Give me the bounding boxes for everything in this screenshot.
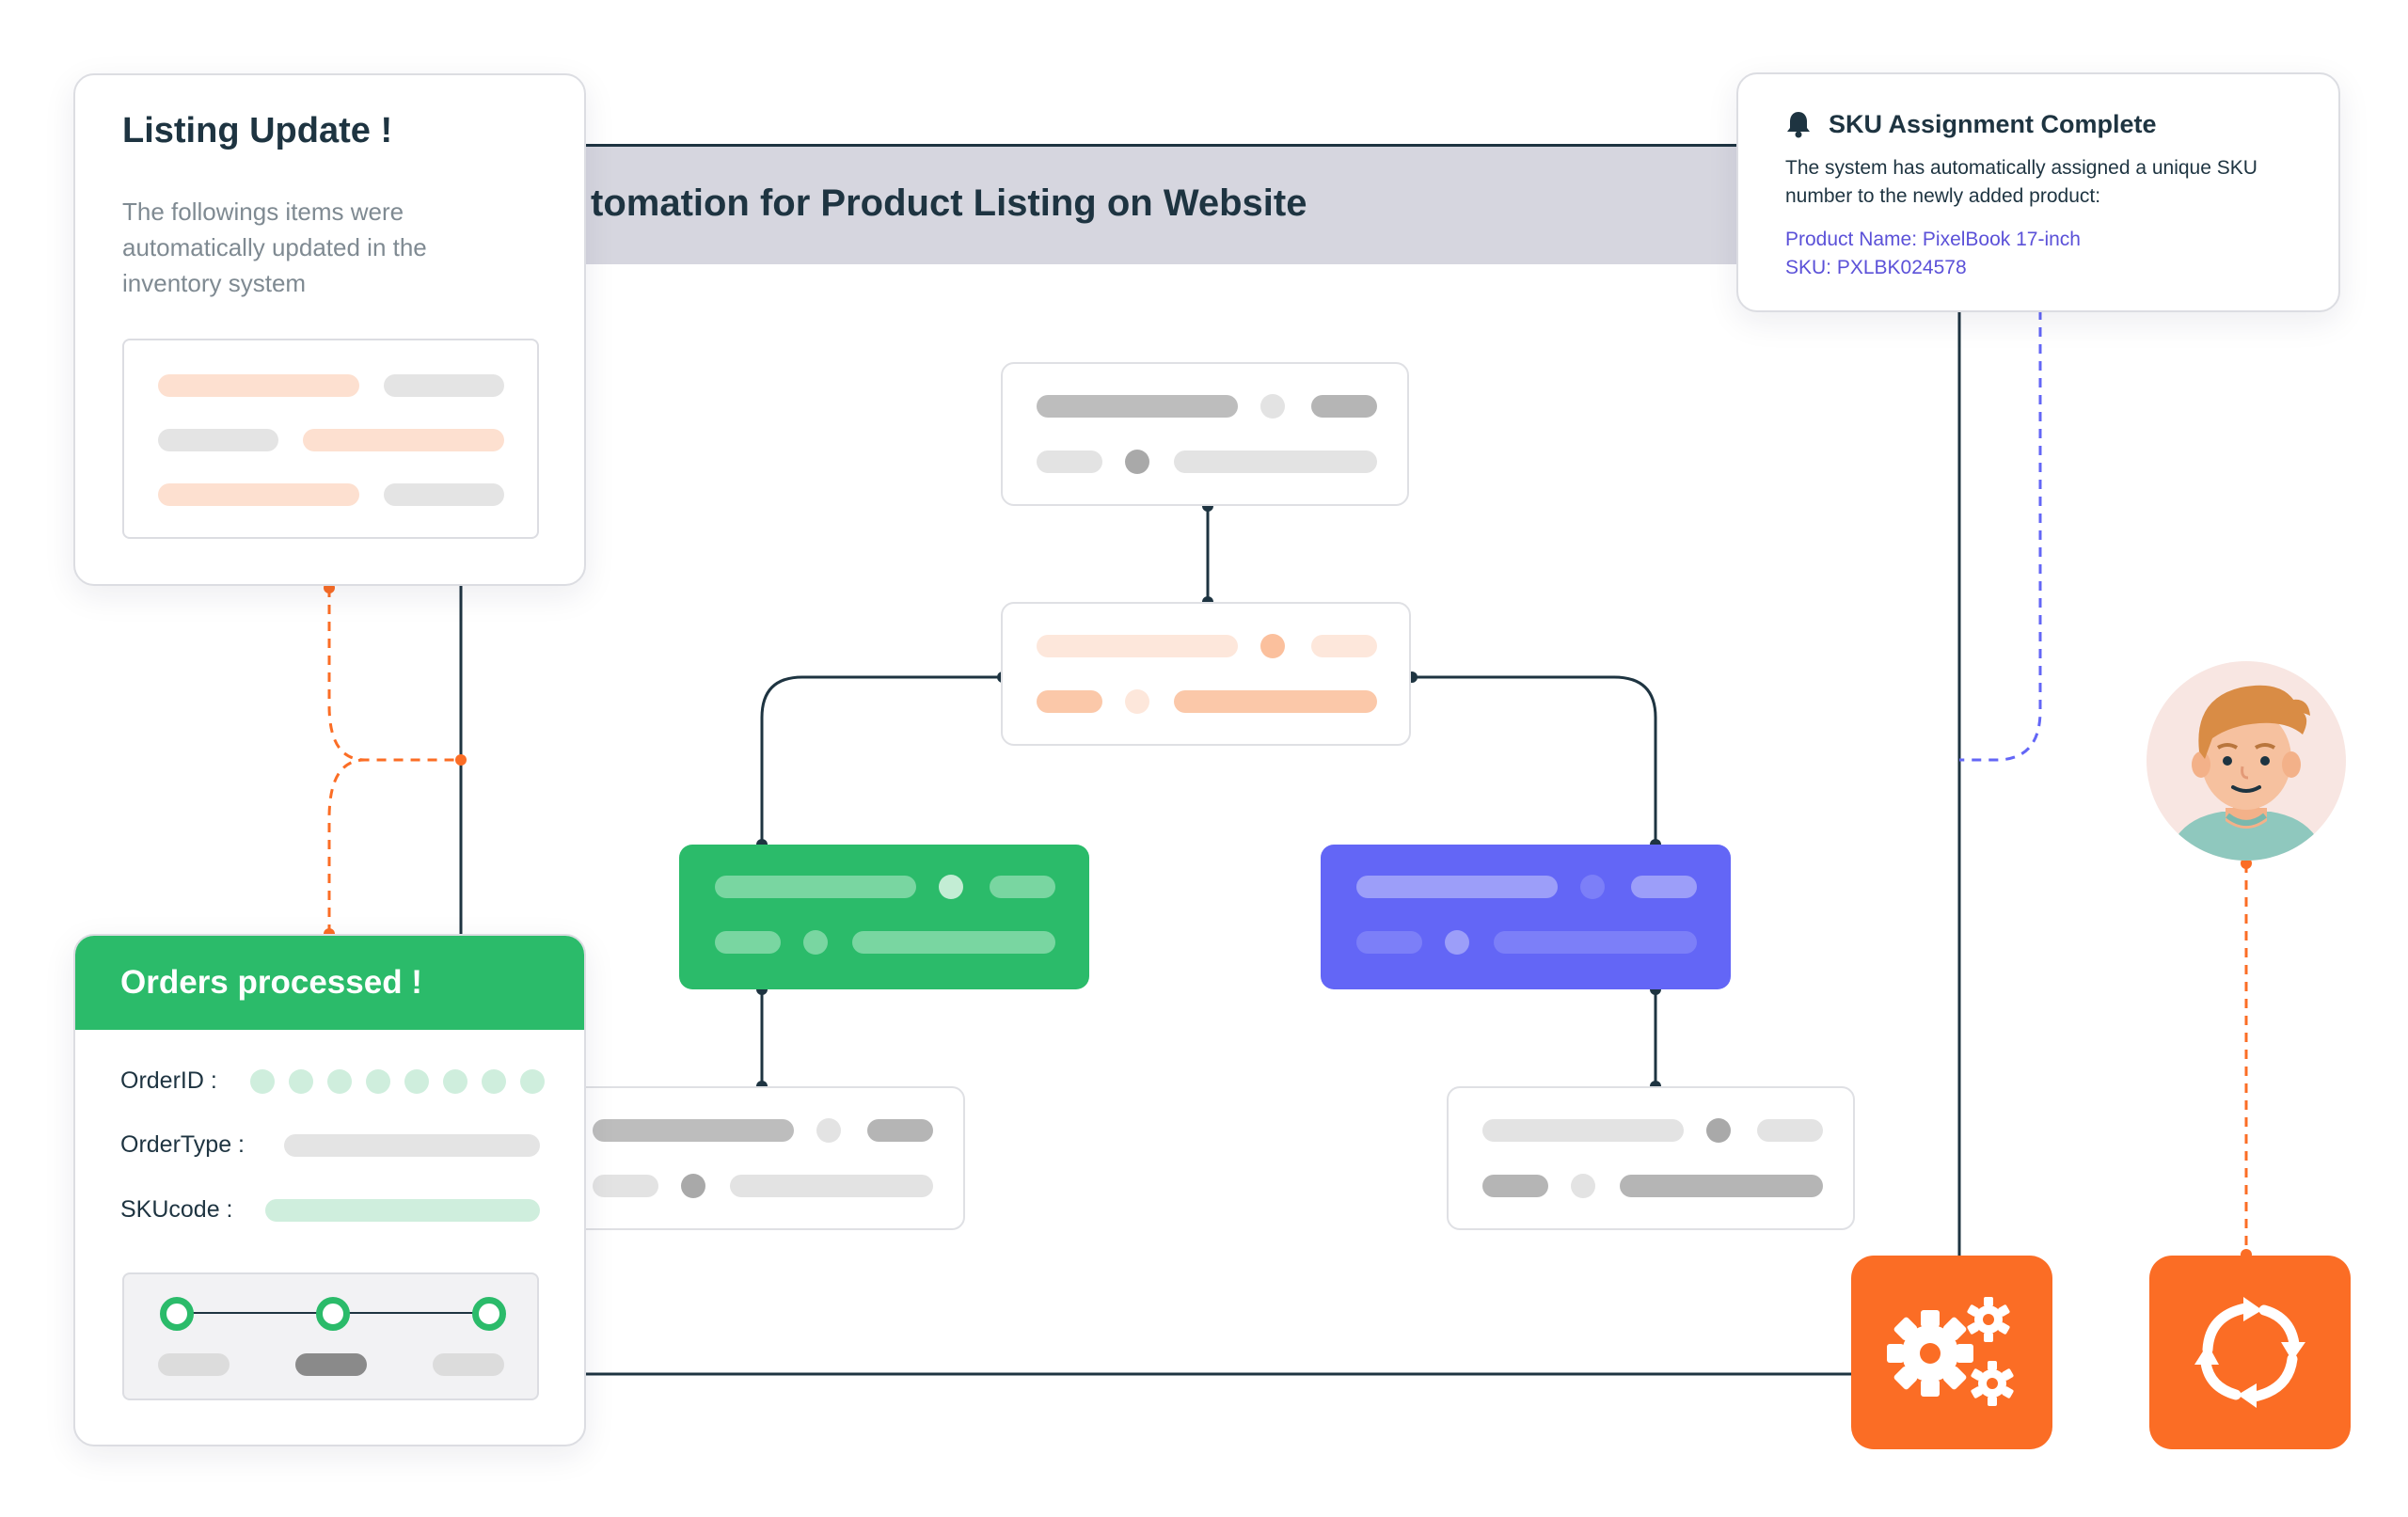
bell-icon bbox=[1787, 112, 1810, 138]
settings-tile[interactable] bbox=[1851, 1256, 2052, 1449]
listing-update-body: The followings items were automatically … bbox=[122, 198, 427, 297]
sku-card-title: SKU Assignment Complete bbox=[1829, 110, 2157, 138]
order-type-label: OrderType : bbox=[120, 1131, 245, 1158]
main-panel-title: tomation for Product Listing on Website bbox=[591, 182, 1307, 224]
flow-node-indigo bbox=[1321, 845, 1731, 989]
flow-node-middle bbox=[1001, 602, 1411, 746]
main-panel-header: tomation for Product Listing on Website bbox=[583, 144, 1928, 264]
sync-icon bbox=[2194, 1297, 2305, 1408]
orders-card-header: Orders processed ! bbox=[75, 936, 584, 1030]
sku-card-body: The system has automatically assigned a … bbox=[1785, 157, 2258, 207]
dashed-connector-sku bbox=[1959, 310, 2042, 762]
sku-code-label: SKUcode : bbox=[120, 1196, 233, 1223]
sku-product-name: Product Name: PixelBook 17-inch bbox=[1785, 229, 2081, 250]
sync-tile[interactable] bbox=[2149, 1256, 2351, 1449]
gears-icon bbox=[1887, 1297, 2014, 1406]
order-type-bar bbox=[284, 1134, 540, 1157]
orders-card-title: Orders processed ! bbox=[120, 964, 422, 1001]
order-id-dots bbox=[250, 1069, 551, 1094]
connector-left bbox=[760, 675, 1003, 845]
sku-code-bar bbox=[265, 1199, 540, 1222]
flow-node-bottom-left bbox=[557, 1086, 965, 1230]
connector-right bbox=[1412, 675, 1657, 845]
progress-step-2 bbox=[316, 1297, 350, 1331]
order-progress-box bbox=[122, 1272, 539, 1400]
flow-node-bottom-right bbox=[1447, 1086, 1855, 1230]
progress-step-3 bbox=[472, 1297, 506, 1331]
listing-update-title: Listing Update ! bbox=[122, 111, 393, 150]
listing-items-box bbox=[122, 339, 539, 539]
dashed-connector-orders bbox=[327, 758, 366, 934]
sku-number: SKU: PXLBK024578 bbox=[1785, 257, 1967, 278]
sku-assignment-card: SKU Assignment Complete The system has a… bbox=[1736, 72, 2340, 312]
user-avatar bbox=[2147, 661, 2346, 861]
orders-processed-card: Orders processed ! OrderID : OrderType :… bbox=[73, 934, 586, 1446]
listing-update-card: Listing Update ! The followings items we… bbox=[73, 73, 586, 586]
progress-step-1 bbox=[160, 1297, 194, 1331]
flow-node-top bbox=[1001, 362, 1409, 506]
dashed-connector-listing bbox=[327, 588, 461, 762]
flow-node-green bbox=[679, 845, 1089, 989]
order-id-label: OrderID : bbox=[120, 1067, 217, 1094]
